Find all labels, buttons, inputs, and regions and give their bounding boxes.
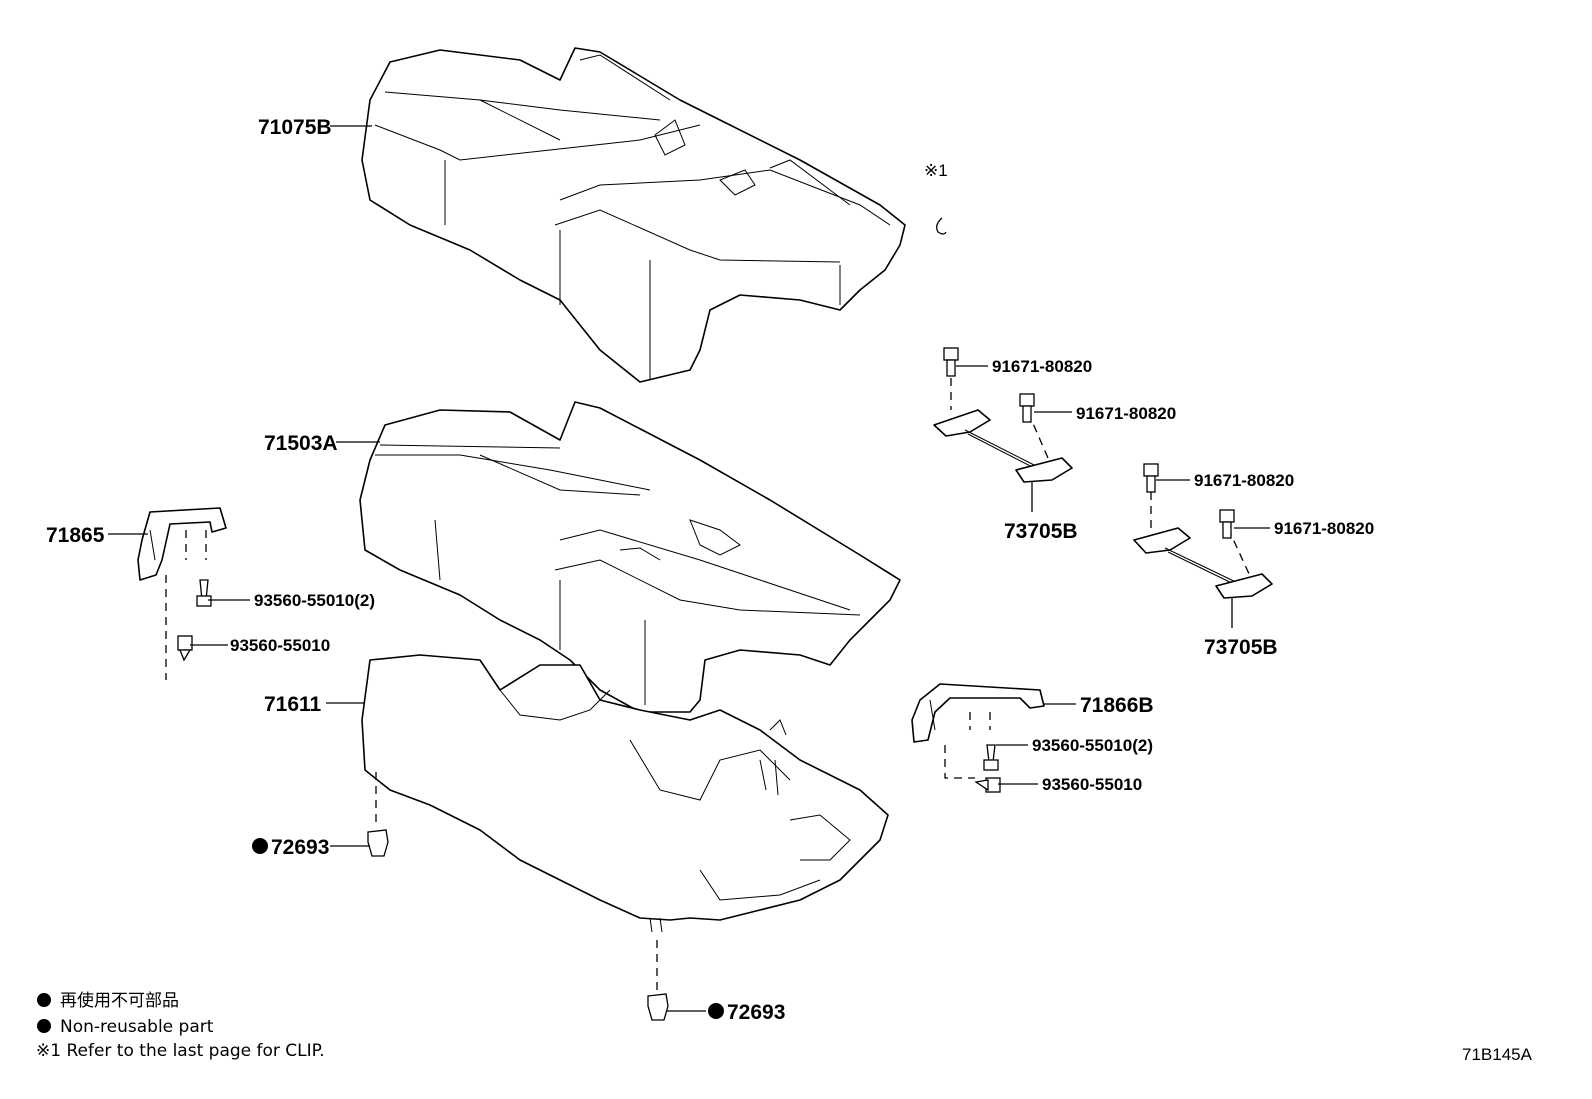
label-71611[interactable]: 71611: [264, 693, 322, 716]
screw-left-2-icon: [177, 635, 193, 651]
seat-cushion-cover: [361, 47, 906, 383]
clip-left-icon: [367, 829, 389, 857]
bolt-a-icon: [946, 359, 956, 377]
label-71866B[interactable]: 71866B: [1080, 694, 1154, 717]
label-72693-left[interactable]: 72693: [271, 836, 329, 859]
seat-hook-upper: [933, 347, 1073, 483]
clip-note: ※1: [924, 161, 948, 235]
clip-left: [367, 772, 389, 857]
label-93560-55010-2-left[interactable]: 93560-55010(2): [254, 591, 375, 610]
label-93560-55010-2-right[interactable]: 93560-55010(2): [1032, 736, 1153, 755]
bolt-d-head-icon: [1219, 509, 1235, 523]
bolt-c-icon: [1146, 475, 1156, 493]
legend: 再使用不可部品 Non-reusable part ※1 Refer to th…: [36, 990, 325, 1061]
label-71865[interactable]: 71865: [46, 524, 105, 547]
seat-cushion-pad: [359, 401, 901, 713]
bolt-c-head-icon: [1143, 463, 1159, 477]
bolt-d-icon: [1222, 521, 1232, 539]
right-hinge-bracket: [911, 683, 1045, 793]
label-91671-80820-a[interactable]: 91671-80820: [992, 357, 1092, 376]
drawing-code: 71B145A: [1462, 1045, 1533, 1064]
clip-bottom: [647, 940, 669, 1021]
seat-frame: [361, 654, 889, 933]
non-reusable-bullet-icon: [252, 838, 268, 854]
legend-bullet-icon: [37, 993, 51, 1007]
legend-jp: 再使用不可部品: [60, 990, 179, 1011]
legend-bullet-icon: [37, 1019, 51, 1033]
clip-bottom-icon: [647, 993, 669, 1021]
bolt-a-head-icon: [943, 347, 959, 361]
non-reusable-bullet-icon: [708, 1003, 724, 1019]
left-hinge-bracket: [137, 507, 227, 680]
legend-clip-ref: ※1 Refer to the last page for CLIP.: [36, 1041, 325, 1061]
label-73705B-lower[interactable]: 73705B: [1204, 636, 1278, 659]
label-73705B-upper[interactable]: 73705B: [1004, 520, 1078, 543]
leader-lines: [108, 125, 1270, 1012]
label-91671-80820-b[interactable]: 91671-80820: [1076, 404, 1176, 423]
label-71075B[interactable]: 71075B: [258, 116, 332, 139]
seat-hook-lower: [1133, 463, 1273, 599]
label-72693-bottom[interactable]: 72693: [727, 1001, 785, 1024]
bolt-b-head-icon: [1019, 393, 1035, 407]
screw-left-1-head-icon: [196, 595, 212, 607]
screw-right-1-head-icon: [983, 759, 999, 771]
legend-en: Non-reusable part: [60, 1017, 214, 1037]
label-93560-55010-left[interactable]: 93560-55010: [230, 636, 330, 655]
clip-note-mark: ※1: [924, 161, 948, 180]
label-91671-80820-c[interactable]: 91671-80820: [1194, 471, 1294, 490]
label-91671-80820-d[interactable]: 91671-80820: [1274, 519, 1374, 538]
label-93560-55010-right[interactable]: 93560-55010: [1042, 775, 1142, 794]
label-71503A[interactable]: 71503A: [264, 432, 338, 455]
bolt-b-icon: [1022, 405, 1032, 423]
